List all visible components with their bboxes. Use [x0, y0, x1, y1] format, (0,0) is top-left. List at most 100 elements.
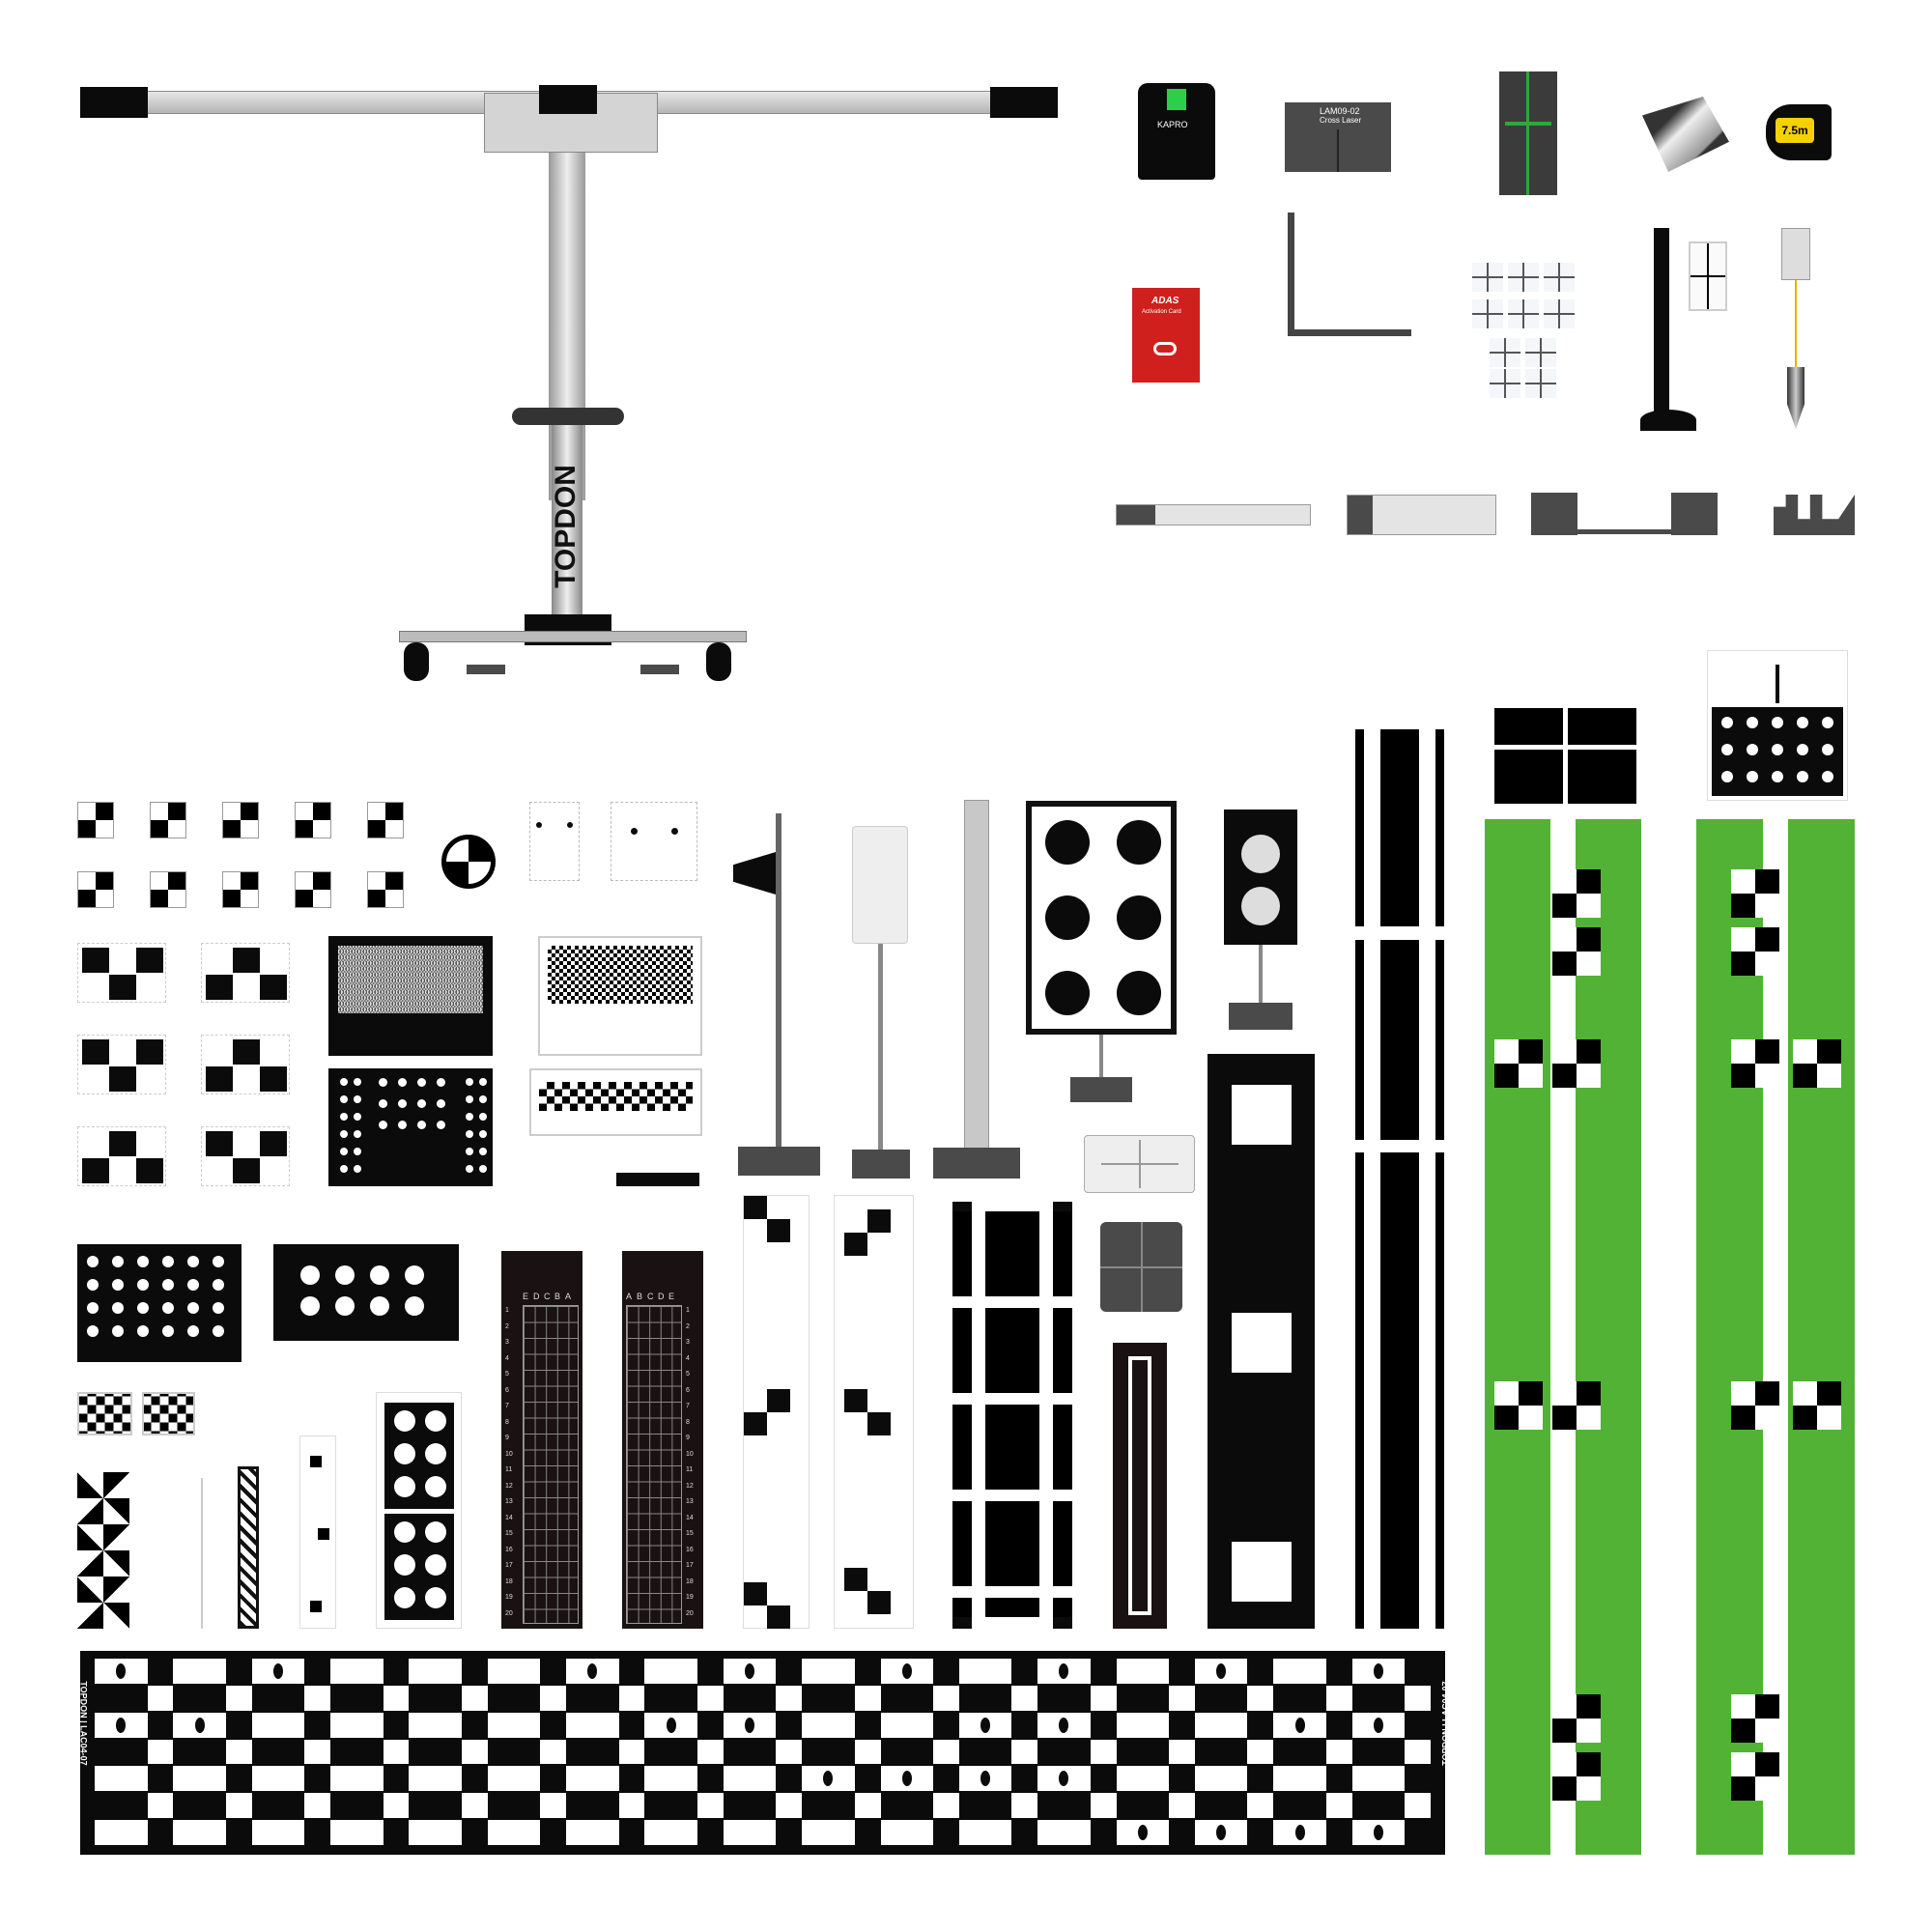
dot — [354, 1095, 361, 1103]
row-label: 20 — [686, 1609, 694, 1617]
column-label: E — [668, 1292, 675, 1301]
calibration-frame: TOPDON — [80, 85, 1058, 689]
white-square — [409, 1820, 462, 1845]
white-square — [225, 1793, 252, 1819]
thin-rods — [174, 1478, 203, 1629]
dot — [466, 1113, 473, 1121]
small-checker-target — [77, 871, 114, 908]
dot — [1772, 771, 1783, 782]
white-square — [1037, 1820, 1091, 1845]
pole-logo: TOPDON — [550, 465, 582, 588]
small-checker-target — [77, 802, 114, 838]
column-label: D — [658, 1292, 665, 1301]
dot — [466, 1095, 473, 1103]
plumb-bob — [1774, 228, 1822, 433]
black-dot — [1059, 1662, 1069, 1679]
v-target — [77, 1035, 166, 1094]
dot — [112, 1256, 124, 1267]
row-label: 9 — [505, 1435, 509, 1441]
dot — [394, 1554, 415, 1576]
row-label: 13 — [686, 1498, 694, 1505]
dot — [162, 1302, 174, 1314]
white-square — [696, 1685, 724, 1711]
checker-marker — [1731, 1694, 1779, 1743]
white-square — [644, 1712, 697, 1738]
column-label: C — [647, 1292, 654, 1301]
checker-marker — [1494, 1381, 1543, 1430]
white-square — [461, 1793, 488, 1819]
row-label: 7 — [505, 1403, 509, 1409]
row-label: 10 — [686, 1450, 694, 1458]
black-square — [867, 1209, 891, 1233]
dot — [300, 1265, 320, 1285]
checker-marker — [1793, 1381, 1841, 1430]
black-square — [844, 1233, 867, 1256]
dot — [354, 1130, 361, 1138]
dot — [394, 1587, 415, 1608]
white-square — [461, 1685, 488, 1711]
white-square — [1090, 1739, 1117, 1765]
strip-pattern — [539, 1082, 693, 1111]
small-checker-target — [150, 802, 186, 838]
white-square — [147, 1685, 174, 1711]
dot — [1747, 771, 1758, 782]
dot-grid — [1712, 707, 1843, 796]
black-square — [867, 1412, 891, 1435]
small-checker-target — [367, 871, 404, 908]
camera-stand — [733, 813, 823, 1180]
row-label: 6 — [686, 1386, 690, 1394]
grid — [626, 1305, 682, 1624]
checker-marker — [1552, 1752, 1601, 1801]
dot — [112, 1302, 124, 1314]
small-bar — [616, 1173, 699, 1186]
tall-square-board — [1208, 1054, 1315, 1629]
cross-sticker — [1490, 369, 1520, 398]
dot — [479, 1165, 487, 1173]
dot — [340, 1130, 348, 1138]
laser-brand: KAPRO — [1157, 120, 1188, 129]
perforated-stand — [933, 800, 1020, 1180]
white-square — [566, 1766, 619, 1792]
row-label: 12 — [686, 1482, 694, 1490]
dot — [335, 1265, 355, 1285]
dot — [213, 1256, 224, 1267]
perforated-pole — [964, 800, 989, 1157]
mount-cross-plate — [1689, 242, 1727, 311]
dot — [1772, 717, 1783, 728]
dot — [379, 1121, 387, 1129]
dot — [187, 1325, 199, 1337]
white-square — [1351, 1659, 1406, 1684]
dot — [425, 1587, 446, 1608]
white-square — [958, 1820, 1012, 1845]
row-label: 19 — [686, 1594, 694, 1601]
white-square — [644, 1659, 697, 1684]
circle-target — [441, 835, 496, 889]
checker-marker — [1552, 1694, 1601, 1743]
black-square — [136, 1158, 163, 1183]
card-title: ADAS — [1151, 296, 1179, 306]
white-square — [1247, 1793, 1274, 1819]
white-square — [618, 1685, 645, 1711]
checker-marker — [1731, 927, 1779, 976]
black-circle — [1117, 895, 1161, 940]
cross-stickers — [1472, 263, 1578, 402]
white-square — [1232, 1313, 1292, 1373]
row-label: 17 — [505, 1562, 513, 1569]
black-square — [206, 1066, 233, 1092]
v-target — [201, 1126, 290, 1186]
white-square — [95, 1820, 148, 1845]
checker-strip-1 — [743, 1195, 810, 1629]
dot — [112, 1279, 124, 1291]
white-square — [1037, 1766, 1091, 1792]
dot — [379, 1099, 387, 1108]
black-square — [260, 975, 287, 1000]
white-square — [958, 1659, 1012, 1684]
white-square — [1037, 1659, 1091, 1684]
black-dot — [745, 1662, 755, 1679]
dot-frame-1 — [529, 802, 580, 881]
row-label: 10 — [505, 1450, 513, 1458]
noise-pattern — [338, 946, 483, 1013]
black-square — [109, 975, 136, 1000]
white-square — [1116, 1659, 1170, 1684]
black-square — [82, 1039, 109, 1065]
